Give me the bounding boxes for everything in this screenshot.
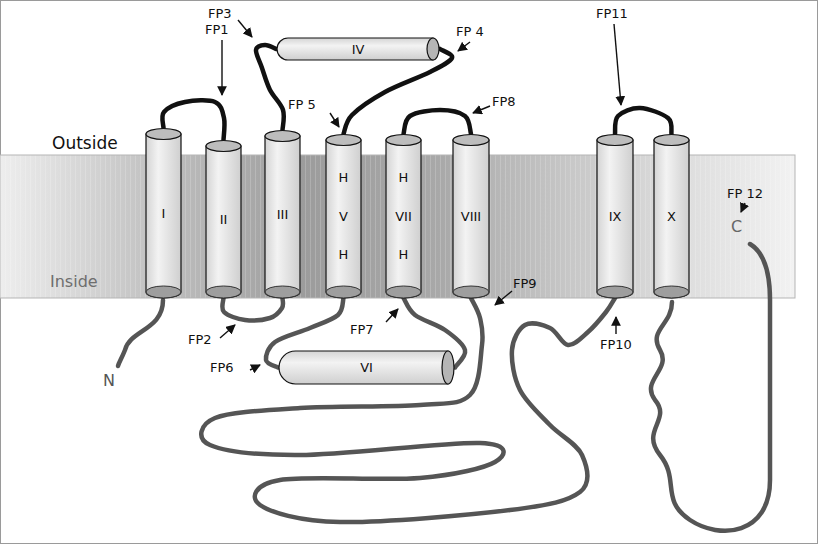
helix-bottom-cap bbox=[326, 286, 361, 298]
loop-connector bbox=[222, 298, 283, 320]
helix-numeral: I bbox=[162, 206, 166, 221]
helix-bottom-cap bbox=[654, 286, 689, 298]
callout-number: FP2 bbox=[188, 332, 212, 348]
callout-number: FP10 bbox=[600, 337, 632, 353]
helix-numeral: II bbox=[220, 212, 228, 227]
helix-body bbox=[146, 134, 181, 298]
callout-arrow bbox=[221, 40, 222, 95]
helix-top-cap bbox=[654, 135, 689, 146]
helix-top-cap bbox=[386, 135, 421, 146]
helix-top-cap bbox=[146, 129, 181, 140]
helix-body bbox=[597, 140, 633, 298]
helix-top-cap bbox=[326, 135, 361, 146]
loop-connector bbox=[344, 49, 453, 134]
helix-top-cap bbox=[597, 135, 633, 146]
helix-cylinder: H V H bbox=[325, 134, 362, 298]
helix-cylinder: VIII bbox=[452, 134, 490, 298]
helix-numeral: H bbox=[399, 247, 409, 262]
helix-top-cap bbox=[265, 131, 300, 142]
helix-end-cap bbox=[427, 38, 439, 60]
callout-number: FP6 bbox=[210, 360, 234, 376]
callout-number: FP3 bbox=[208, 6, 232, 22]
loop-connector bbox=[615, 108, 672, 134]
callout-arrow bbox=[495, 291, 512, 305]
callout-arrow bbox=[220, 325, 235, 338]
terminus-label: N bbox=[103, 371, 115, 390]
terminus-label: C bbox=[731, 217, 742, 236]
side-label: Inside bbox=[50, 272, 98, 291]
callout-arrow bbox=[615, 317, 616, 334]
callout-number: FP1 bbox=[205, 22, 229, 38]
helix-numeral: H bbox=[339, 247, 349, 262]
callout-arrow bbox=[614, 24, 621, 105]
helix-body bbox=[279, 351, 448, 384]
helix-numeral: V bbox=[339, 209, 348, 224]
helix-top-cap bbox=[206, 141, 241, 152]
callout-number: FP 4 bbox=[456, 24, 484, 40]
helix-numeral: H bbox=[339, 170, 349, 185]
helix-bottom-cap bbox=[597, 286, 633, 298]
helix-body bbox=[277, 38, 433, 60]
helix-body bbox=[453, 140, 489, 298]
callout-number: FP8 bbox=[492, 94, 516, 110]
loop-connector bbox=[256, 45, 284, 130]
helix-body bbox=[654, 140, 689, 298]
helix-numeral: VII bbox=[395, 209, 412, 224]
helix-bottom-cap bbox=[386, 286, 421, 298]
helix-cylinder: II bbox=[205, 140, 242, 298]
c-terminal-tail bbox=[651, 244, 770, 531]
callout-arrow bbox=[741, 203, 745, 212]
helix-numeral: IX bbox=[609, 209, 622, 224]
helix-numeral: VIII bbox=[461, 209, 481, 224]
helix-cylinder: IX bbox=[596, 134, 634, 298]
helix-cylinder: X bbox=[653, 134, 690, 298]
helix-body bbox=[386, 140, 421, 298]
helix-numeral: H bbox=[399, 170, 409, 185]
helix-numeral: III bbox=[277, 207, 289, 222]
callout-arrow bbox=[250, 365, 260, 370]
helix-cylinder: III bbox=[264, 130, 301, 298]
callout-number: FP9 bbox=[513, 276, 537, 292]
helix-bottom-cap bbox=[146, 286, 181, 298]
n-terminal-tail bbox=[118, 300, 163, 366]
helix-body bbox=[326, 140, 361, 298]
callout-arrow bbox=[473, 106, 490, 113]
loop-connector bbox=[404, 110, 472, 134]
side-label: Outside bbox=[52, 133, 118, 153]
callout-number: FP7 bbox=[350, 322, 374, 338]
helix-top-cap bbox=[453, 135, 489, 146]
callout-number: FP 12 bbox=[727, 186, 763, 202]
helix-bottom-cap bbox=[453, 286, 489, 298]
helix-body bbox=[206, 146, 241, 298]
helix-bottom-cap bbox=[265, 286, 300, 298]
callout-arrow bbox=[458, 42, 470, 51]
callout-number: FP11 bbox=[596, 6, 628, 22]
helix-end-cap bbox=[442, 351, 454, 384]
helix-numeral: X bbox=[667, 209, 676, 224]
callout-arrow bbox=[330, 113, 339, 127]
helix-cylinder: VI bbox=[278, 350, 455, 385]
helix-numeral: VI bbox=[360, 360, 373, 375]
callout-arrow bbox=[386, 309, 398, 322]
helix-bottom-cap bbox=[206, 286, 241, 298]
callout-number: FP 5 bbox=[288, 97, 316, 113]
helix-body bbox=[265, 136, 300, 298]
helix-cylinder: I bbox=[145, 128, 182, 298]
helix-cylinder: H VII H bbox=[385, 134, 422, 298]
callout-arrow bbox=[238, 20, 252, 37]
helix-cylinder: IV bbox=[276, 37, 440, 61]
loop-connector bbox=[201, 298, 615, 522]
helix-numeral: IV bbox=[352, 42, 365, 57]
